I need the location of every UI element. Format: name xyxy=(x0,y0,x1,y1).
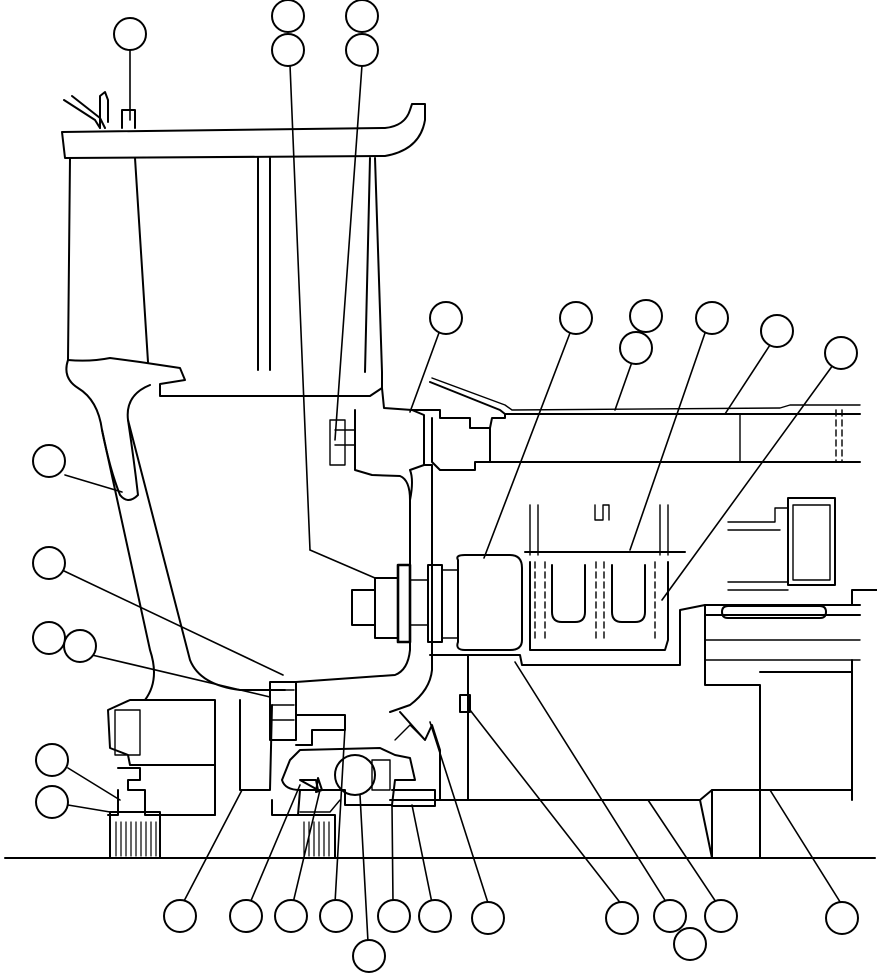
callout-c11 xyxy=(760,314,794,348)
callout-c22 xyxy=(319,899,353,933)
callout-c20 xyxy=(229,899,263,933)
callout-c09 xyxy=(619,331,653,365)
clutch-pack xyxy=(524,504,686,651)
callout-c17 xyxy=(35,743,69,777)
right-hub xyxy=(429,497,877,801)
callout-c04 xyxy=(345,0,379,33)
bearing-assembly xyxy=(269,681,436,816)
callout-c21 xyxy=(274,899,308,933)
callout-c24 xyxy=(352,939,386,973)
callout-c31 xyxy=(825,901,859,935)
callout-c13 xyxy=(32,444,66,478)
callout-c28 xyxy=(653,899,687,933)
right-flange xyxy=(411,377,861,471)
callout-c29 xyxy=(673,927,707,961)
callout-c06 xyxy=(429,301,463,335)
callout-c12 xyxy=(824,336,858,370)
callout-bubbles xyxy=(32,0,859,973)
callout-c30 xyxy=(704,899,738,933)
callout-c05 xyxy=(345,33,379,67)
cone-housing xyxy=(65,359,441,801)
output-shaft xyxy=(389,654,761,859)
callout-c19 xyxy=(163,899,197,933)
callout-c01 xyxy=(113,17,147,51)
callout-c23 xyxy=(377,899,411,933)
left-mount xyxy=(107,699,273,816)
upper-housing xyxy=(61,91,426,397)
callout-c14 xyxy=(32,546,66,580)
callout-c27 xyxy=(605,901,639,935)
leader-lines xyxy=(61,49,843,943)
callout-c07 xyxy=(559,301,593,335)
lower-splines xyxy=(109,811,336,859)
callout-c08 xyxy=(629,299,663,333)
callout-c02 xyxy=(271,0,305,33)
callout-c18 xyxy=(35,785,69,819)
callout-c25 xyxy=(418,899,452,933)
callout-c15 xyxy=(32,621,66,655)
callout-c03 xyxy=(271,33,305,67)
callout-c26 xyxy=(471,901,505,935)
callout-c10 xyxy=(695,301,729,335)
callout-c16 xyxy=(63,629,97,663)
center-bolt-assembly xyxy=(351,554,523,651)
